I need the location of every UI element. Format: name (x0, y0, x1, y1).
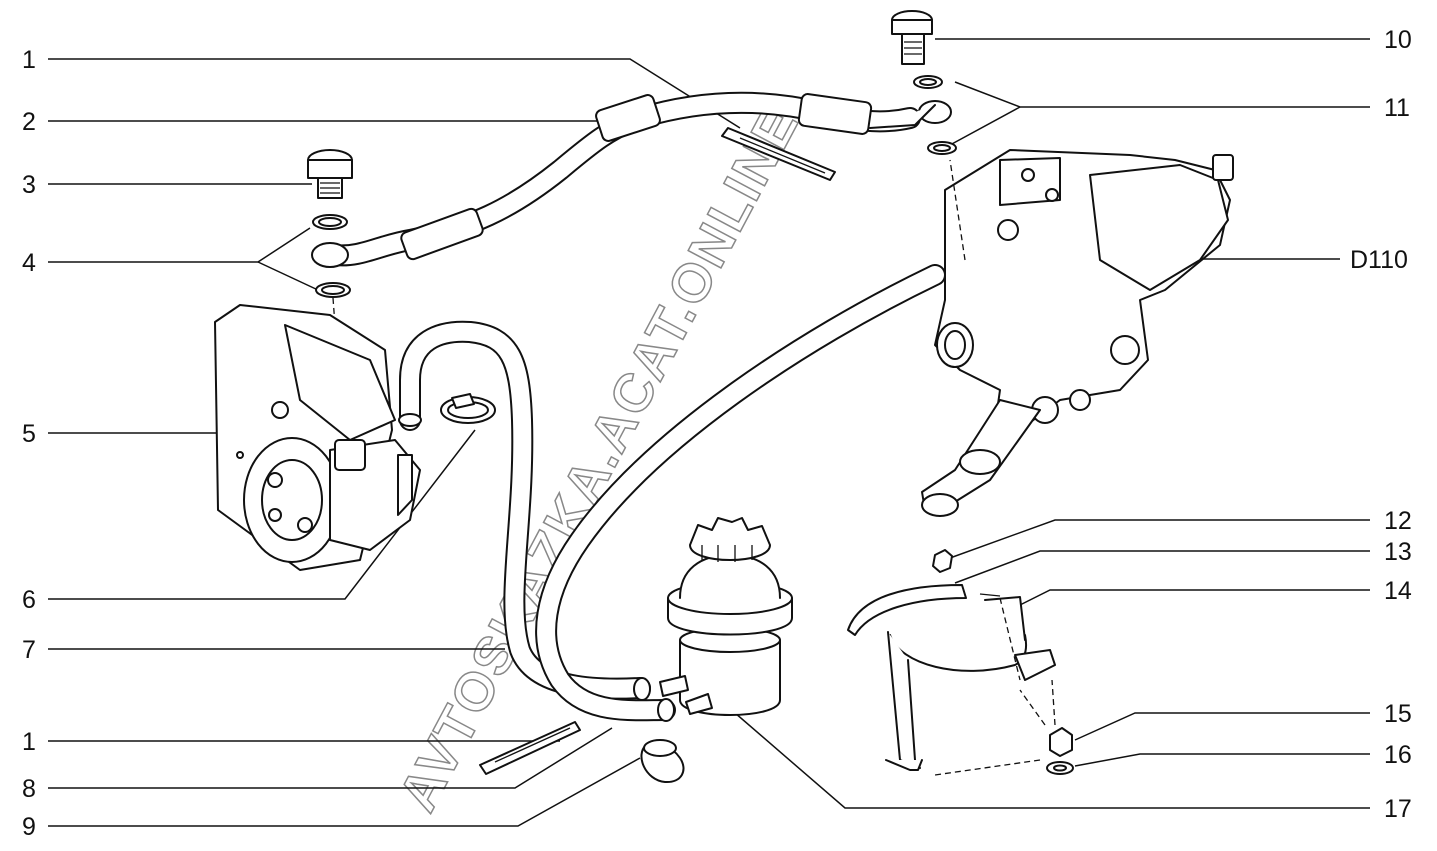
banjo-bolt-gear (891, 10, 957, 155)
callout-16: 16 (1384, 741, 1412, 769)
callout-14: 14 (1384, 577, 1412, 605)
callout-8: 8 (22, 775, 36, 803)
callout-3: 3 (22, 171, 36, 199)
callout-5: 5 (22, 420, 36, 448)
banjo-bolt-pump (307, 149, 353, 421)
fluid-reservoir (659, 517, 793, 716)
return-hose (398, 320, 651, 701)
callout-15: 15 (1384, 700, 1412, 728)
nut-15 (1049, 727, 1073, 757)
leader-lines (48, 38, 1370, 827)
callout-9: 9 (22, 813, 36, 841)
hose-clamp-9 (640, 739, 685, 784)
callout-4: 4 (22, 249, 36, 277)
hose-clamp-strap-lower (479, 721, 581, 775)
supply-hose (535, 264, 946, 722)
callout-17: 17 (1384, 795, 1412, 823)
callout-d110: D110 (1350, 246, 1408, 274)
callout-11: 11 (1384, 94, 1410, 122)
callout-13: 13 (1384, 538, 1412, 566)
callout-1-lower: 1 (22, 728, 36, 756)
callout-12: 12 (1384, 507, 1412, 535)
hose-clamp-strap-upper (721, 127, 836, 181)
callout-2: 2 (22, 108, 36, 136)
callout-6: 6 (22, 586, 36, 614)
reservoir-bracket (847, 584, 1056, 776)
washer-16 (1046, 761, 1074, 775)
callout-7: 7 (22, 636, 36, 664)
callout-1-upper: 1 (22, 46, 36, 74)
callout-10: 10 (1384, 26, 1412, 54)
hose-clamp-6 (440, 393, 496, 424)
power-steering-pump (214, 304, 421, 571)
steering-gear (921, 149, 1234, 517)
nut-12 (932, 549, 953, 573)
callout-labels: 1 2 3 4 5 6 7 1 8 9 10 11 D110 12 13 14 … (22, 26, 1412, 841)
pressure-hose-assembly (311, 91, 952, 268)
